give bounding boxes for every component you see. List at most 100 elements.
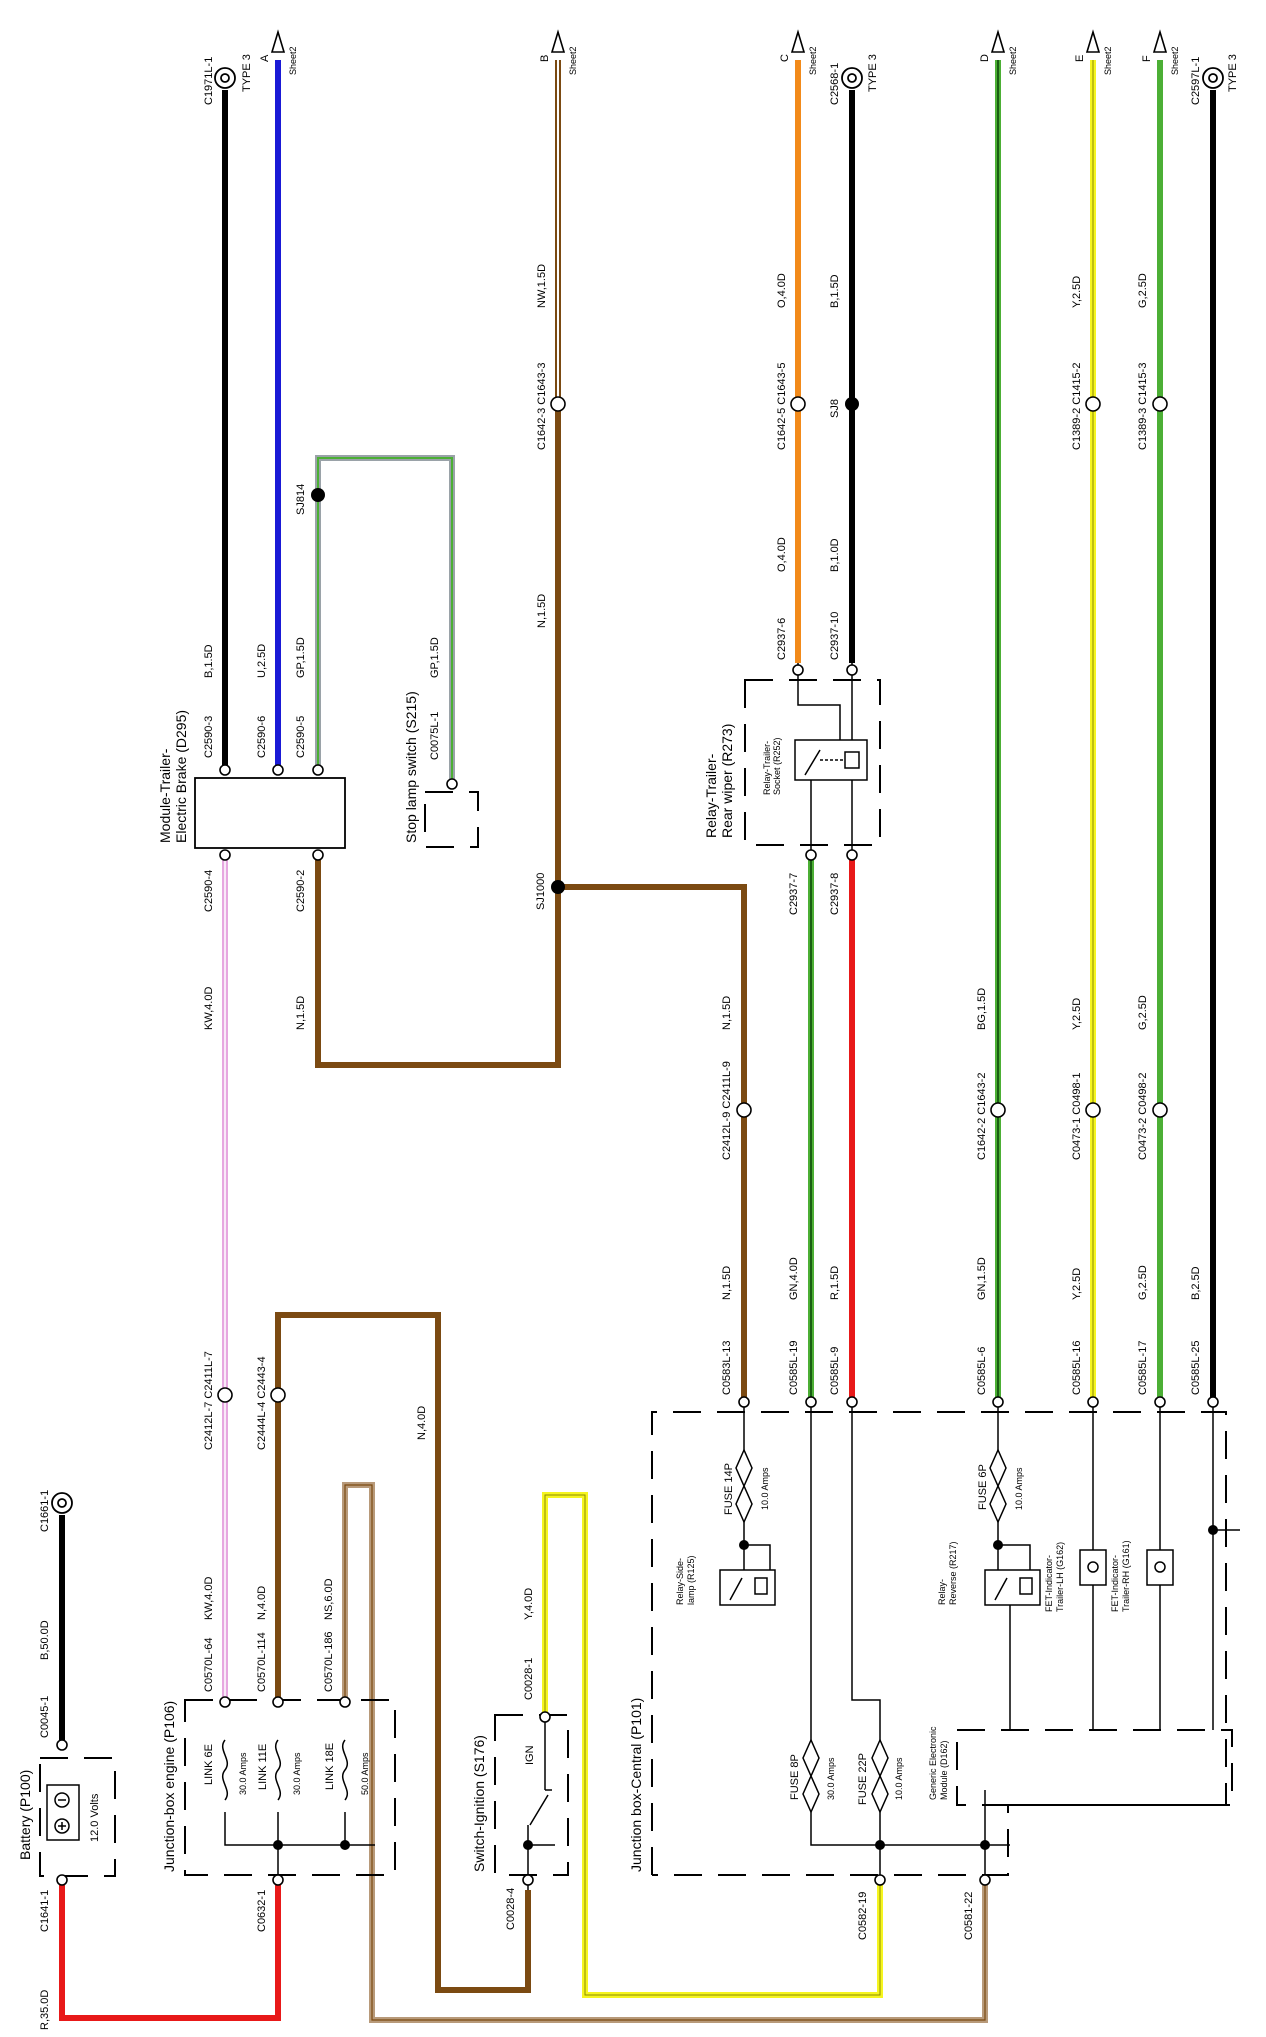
splice-dot <box>739 1540 749 1550</box>
fuse-name: FUSE 6P <box>977 1464 989 1510</box>
wire-label: B,1.5D <box>829 274 841 308</box>
ground-type-label: TYPE 3 <box>241 54 253 92</box>
stop-lamp-switch-box <box>424 791 479 848</box>
connector-pin <box>272 1696 284 1708</box>
ground-connector-label: C2568-1 <box>829 63 841 105</box>
fuse-rating: 10.0 Amps <box>1014 1467 1024 1510</box>
gem-line1: Generic Electronic <box>928 1726 938 1800</box>
connector-label: C0473-2 C0498-2 <box>1137 1073 1149 1160</box>
wire-label: N,1.5D <box>721 996 733 1030</box>
switch-ignition-box <box>494 1714 569 1876</box>
connector-pin <box>270 1387 286 1403</box>
connector-label: C0585L-9 <box>829 1347 841 1395</box>
connector-pin <box>874 1874 886 1886</box>
battery-box <box>39 1757 116 1877</box>
splice-dot <box>980 1840 990 1850</box>
battery-volts: 12.0 Volts <box>89 1793 101 1842</box>
wire-label: BG,1.5D <box>976 988 988 1030</box>
connector-pin <box>846 664 858 676</box>
connector-label: C0075L-1 <box>429 712 441 760</box>
connector-label: C2590-4 <box>203 870 215 912</box>
wire-label: G,2.5D <box>1137 995 1149 1030</box>
connector-pin <box>1085 396 1101 412</box>
connector-label: C0028-1 <box>523 1658 535 1700</box>
connector-pin <box>846 1396 858 1408</box>
wire-label: R,1.5D <box>829 1266 841 1300</box>
connector-pin <box>846 849 858 861</box>
splice-dot <box>523 1840 533 1850</box>
fet-rh-line2: Trailer-RH (G161) <box>1121 1540 1131 1612</box>
connector-symbols <box>56 396 1219 1886</box>
connector-pin <box>539 1711 551 1723</box>
fet-lh-line2: Trailer-LH (G162) <box>1055 1542 1065 1612</box>
fuse-rating: 30.0 Amps <box>238 1752 248 1795</box>
wires <box>59 60 1216 2023</box>
arrow-up-icon <box>1152 29 1168 53</box>
module-trailer-electric-brake <box>194 777 346 849</box>
connector-label: C1642-3 C1643-3 <box>536 363 548 450</box>
connector-pin <box>1085 1102 1101 1118</box>
connector-label: C2590-6 <box>256 716 268 758</box>
wire-label: Y,2.5D <box>1071 1268 1083 1300</box>
sheet-ref-label: Sheet2 <box>808 46 818 75</box>
connector-label: C2444L-4 C2443-4 <box>256 1356 268 1450</box>
splice-dot <box>340 1840 350 1850</box>
sheet-ref-letter: E <box>1074 55 1086 62</box>
wire-label: B,1.5D <box>203 644 215 678</box>
fet-rh-line1: FET-Indicator- <box>1110 1555 1120 1612</box>
ground-connector-label: C2597L-1 <box>1190 57 1202 105</box>
connector-pin <box>219 764 231 776</box>
wire-label: GN,4.0D <box>788 1257 800 1300</box>
wire-label: N,4.0D <box>416 1406 428 1440</box>
splice-dot <box>273 1840 283 1850</box>
wire-label: N,1.5D <box>295 996 307 1030</box>
arrow-up-icon <box>550 29 566 53</box>
stop-lamp-switch-title: Stop lamp switch (S215) <box>403 691 419 843</box>
connector-pin <box>792 664 804 676</box>
relay-socket-title-line2: Socket (R252) <box>772 737 782 795</box>
fet-lh-line1: FET-Indicator- <box>1044 1555 1054 1612</box>
connector-pin <box>805 1396 817 1408</box>
switch-ignition-title: Switch-Ignition (S176) <box>471 1735 487 1872</box>
connector-pin <box>272 764 284 776</box>
fuse-name: LINK 6E <box>203 1744 215 1785</box>
connector-label: C0570L-64 <box>203 1638 215 1692</box>
splice-dot <box>875 1840 885 1850</box>
connector-pin <box>736 1102 752 1118</box>
relay-trailer-rear-wiper-box <box>744 679 881 846</box>
connector-label: C2937-7 <box>788 873 800 915</box>
fuse-rating: 50.0 Amps <box>360 1752 370 1795</box>
connector-label: C2937-8 <box>829 873 841 915</box>
ground-connector-label: C1971L-1 <box>203 57 215 105</box>
connector-label: C0570L-186 <box>323 1631 335 1692</box>
connector-label: C2412L-9 C2411L-9 <box>721 1061 733 1160</box>
connector-pin <box>550 396 566 412</box>
connector-label: C2590-2 <box>295 870 307 912</box>
splice-dots <box>273 397 1218 1850</box>
relay-symbols <box>46 739 1174 1841</box>
fuse-symbols <box>222 1448 1007 1814</box>
connector-pin <box>738 1396 750 1408</box>
connector-label: C1389-3 C1415-3 <box>1137 363 1149 450</box>
splice-dot <box>1208 1525 1218 1535</box>
relay-side-lamp-line1: Relay-Side- <box>675 1558 685 1605</box>
connector-pin <box>1152 396 1168 412</box>
connector-pin <box>1207 1396 1219 1408</box>
ground-connector-label: C1661-1 <box>39 1490 51 1532</box>
splice-label: SJ814 <box>295 484 307 515</box>
connector-pin <box>219 1696 231 1708</box>
connector-label: C0473-1 C0498-1 <box>1071 1073 1083 1160</box>
fuse-rating: 10.0 Amps <box>894 1757 904 1800</box>
wire-label: GN,1.5D <box>976 1257 988 1300</box>
junction-box-engine-box <box>184 1699 396 1876</box>
relay-socket-title-line1: Relay-Trailer- <box>762 741 772 795</box>
connector-pin <box>522 1874 534 1886</box>
sheet-arrows <box>270 29 1168 53</box>
sheet-ref-letter: F <box>1141 55 1153 62</box>
wire-label: GP,1.5D <box>295 637 307 678</box>
splice-label: SJ8 <box>829 399 841 418</box>
wire-label: G,2.5D <box>1137 1265 1149 1300</box>
fuse-rating: 10.0 Amps <box>760 1467 770 1510</box>
connector-pin <box>1087 1396 1099 1408</box>
